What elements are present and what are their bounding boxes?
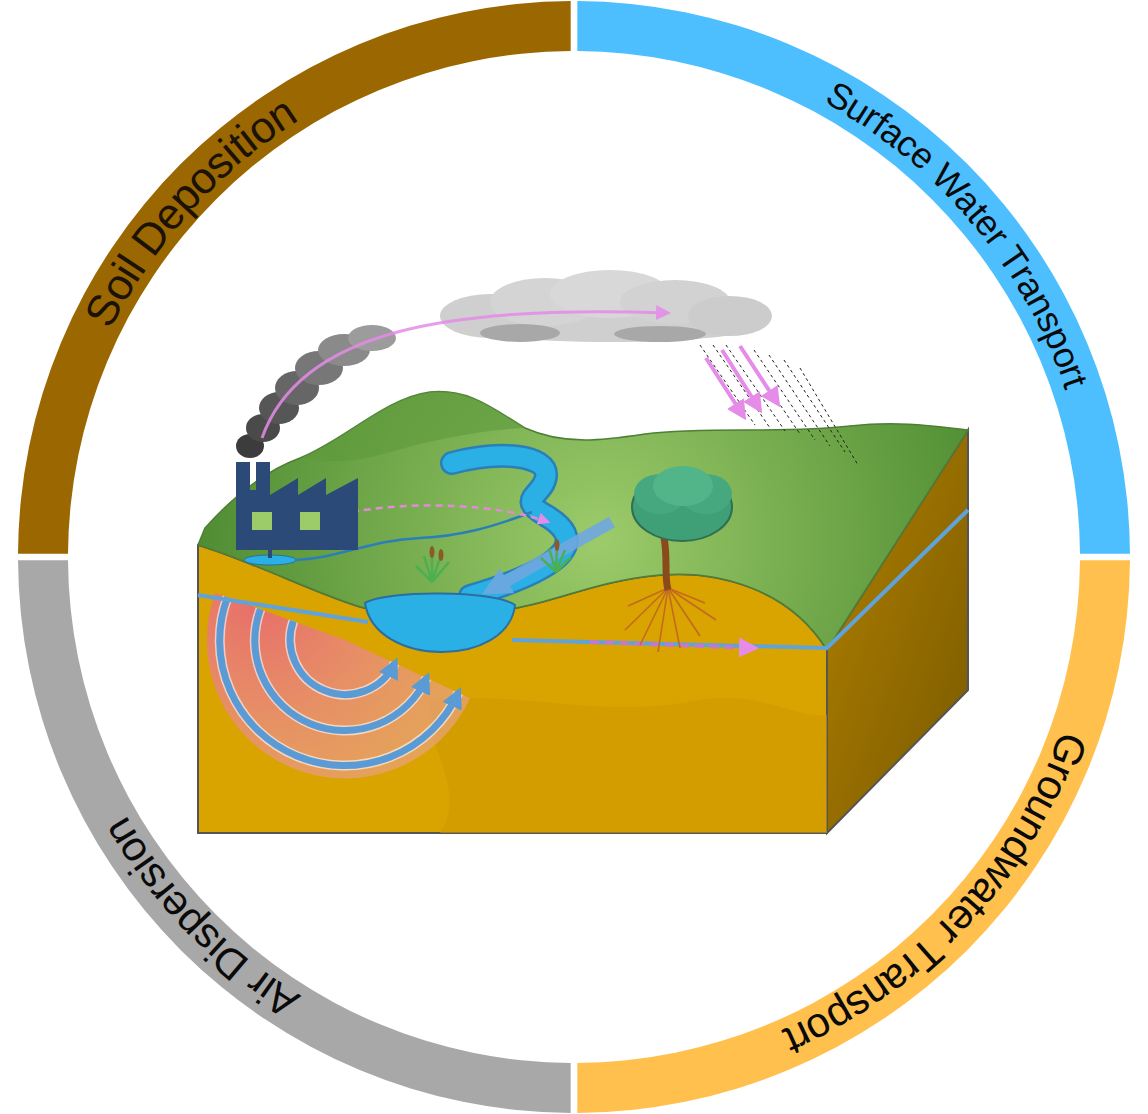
water-table: [198, 595, 368, 622]
ring-band: [18, 1, 571, 554]
water-table: [512, 510, 968, 648]
factory: [236, 462, 358, 550]
cattail: [430, 546, 435, 558]
ring-band: [577, 1, 1130, 554]
cloud-shade: [614, 326, 706, 342]
discharge-arrow: [352, 505, 548, 522]
ring-band: [18, 560, 571, 1113]
surface-flow-arrow: [492, 522, 612, 589]
canopy-part: [653, 466, 713, 506]
rain-line: [784, 360, 845, 452]
rain-line: [769, 355, 830, 446]
segment-label: Soil Deposition: [18, 1, 574, 557]
root: [628, 588, 668, 606]
ring-segment: Soil Deposition: [18, 1, 574, 557]
ring-band: [577, 560, 1130, 1113]
cattail: [439, 549, 444, 561]
tree-roots: [625, 588, 716, 652]
root: [668, 588, 716, 620]
reeds: [416, 539, 571, 582]
factory-window: [252, 512, 272, 530]
tree-trunk: [664, 538, 668, 590]
air-transport-arrow: [262, 312, 668, 438]
ground-surface: [198, 392, 968, 650]
factory-window: [300, 512, 320, 530]
tree-canopy: [632, 466, 732, 541]
ring-segment: Air Dispersion: [18, 557, 575, 1113]
soil-layer: [429, 698, 827, 833]
flow-arrow-outline: [290, 621, 395, 694]
root: [668, 588, 705, 603]
root: [625, 588, 668, 630]
ring-segment: Groundwater Transport: [574, 557, 1130, 1113]
groundwater-transport-arrow: [590, 642, 755, 648]
segment-label: Surface Water Transport: [574, 1, 1130, 557]
groundwater-flow-arrow: [290, 621, 395, 694]
cloud-shade: [480, 324, 560, 342]
cloud: [440, 270, 772, 342]
segment-label: Groundwater Transport: [574, 557, 1130, 1113]
ring-segment: Surface Water Transport: [574, 1, 1130, 557]
pond: [365, 593, 515, 652]
rain-line: [754, 350, 815, 440]
rain-line: [800, 368, 858, 465]
root: [658, 588, 668, 652]
segment-label: Air Dispersion: [18, 557, 575, 1113]
rain: [700, 345, 858, 465]
deposition-arrow: [740, 346, 778, 404]
cloud-part: [688, 296, 772, 336]
deposition-arrow: [706, 358, 744, 417]
smoke: [236, 325, 396, 458]
rain-line: [726, 345, 785, 431]
factory-outlet: [268, 550, 272, 558]
cattail: [555, 539, 560, 551]
deposition-arrow: [722, 350, 760, 410]
